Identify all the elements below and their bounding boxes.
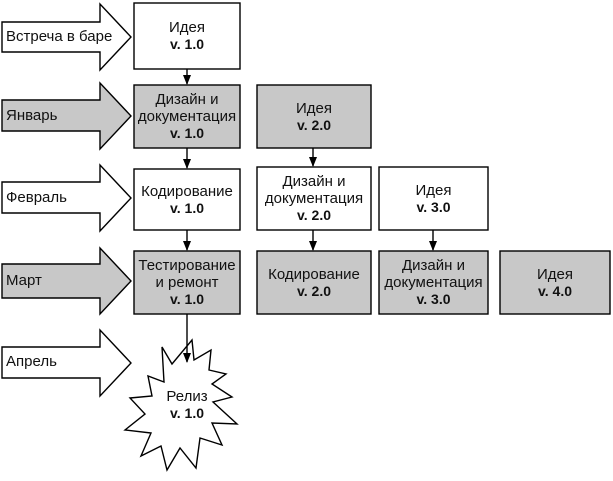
box-title: документация: [384, 274, 483, 291]
box-idea-v3: Идея v. 3.0: [379, 167, 488, 230]
box-version: v. 3.0: [416, 291, 451, 307]
box-version: v. 2.0: [297, 207, 331, 223]
box-title: и ремонт: [155, 274, 219, 291]
box-design-v3: Дизайн и документация v. 3.0: [379, 251, 488, 314]
month-arrow-january: [1, 81, 132, 151]
box-version: v. 1.0: [170, 125, 204, 141]
box-design-v3-frame: [378, 250, 489, 315]
box-design-v2-frame: [256, 166, 372, 231]
month-label-april: Апрель: [6, 353, 57, 370]
box-version: v. 1.0: [170, 36, 204, 52]
release-version: v. 1.0: [170, 405, 204, 421]
box-code-v1: Кодирование v. 1.0: [134, 169, 240, 230]
box-idea-v4-frame: [499, 250, 611, 315]
box-title: Дизайн и: [402, 257, 465, 274]
release-title: Релиз: [166, 388, 208, 405]
box-title: Дизайн и: [282, 173, 346, 190]
box-idea-v2-frame: [256, 84, 372, 149]
box-idea-v3-frame: [378, 166, 489, 231]
box-idea-v1-frame: [133, 2, 241, 70]
box-idea-v4: Идея v. 4.0: [500, 251, 610, 314]
box-version: v. 1.0: [170, 199, 204, 216]
box-title: документация: [137, 108, 237, 125]
box-code-v2-frame: [256, 250, 372, 315]
month-arrow-march: [1, 246, 132, 316]
box-title: Идея: [169, 19, 205, 36]
box-version: v. 3.0: [416, 198, 451, 215]
month-label-march: Март: [6, 272, 42, 289]
box-title: Дизайн и: [155, 91, 219, 108]
box-design-v1: Дизайн и документация v. 1.0: [134, 85, 240, 148]
box-title: Кодирование: [141, 182, 233, 200]
month-label-february: Февраль: [6, 189, 67, 206]
box-code-v2: Кодирование v. 2.0: [257, 251, 371, 314]
box-version: v. 1.0: [170, 291, 204, 307]
box-version: v. 2.0: [297, 116, 331, 133]
month-label-meeting: Встреча в баре: [6, 28, 113, 45]
box-title: Кодирование: [268, 265, 360, 283]
box-test-v1-frame: [133, 250, 241, 315]
box-code-v1-frame: [133, 168, 241, 231]
box-idea-v2: Идея v. 2.0: [257, 85, 371, 148]
month-label-january: Январь: [6, 107, 58, 124]
box-title: Идея: [415, 181, 452, 199]
box-test-v1: Тестирование и ремонт v. 1.0: [134, 251, 240, 314]
box-title: Тестирование: [138, 257, 236, 274]
box-title: Идея: [537, 265, 573, 283]
month-arrow-meeting: [1, 2, 132, 72]
month-arrow-february: [1, 163, 132, 233]
release-label: Релиз v. 1.0: [145, 385, 229, 425]
box-idea-v1: Идея v. 1.0: [134, 3, 240, 69]
month-arrow-april: [1, 328, 132, 398]
box-title: документация: [264, 190, 364, 207]
box-design-v2: Дизайн и документация v. 2.0: [257, 167, 371, 230]
release-starburst: [123, 338, 239, 472]
box-title: Идея: [296, 99, 332, 117]
box-version: v. 2.0: [297, 282, 331, 299]
box-version: v. 4.0: [538, 282, 572, 299]
